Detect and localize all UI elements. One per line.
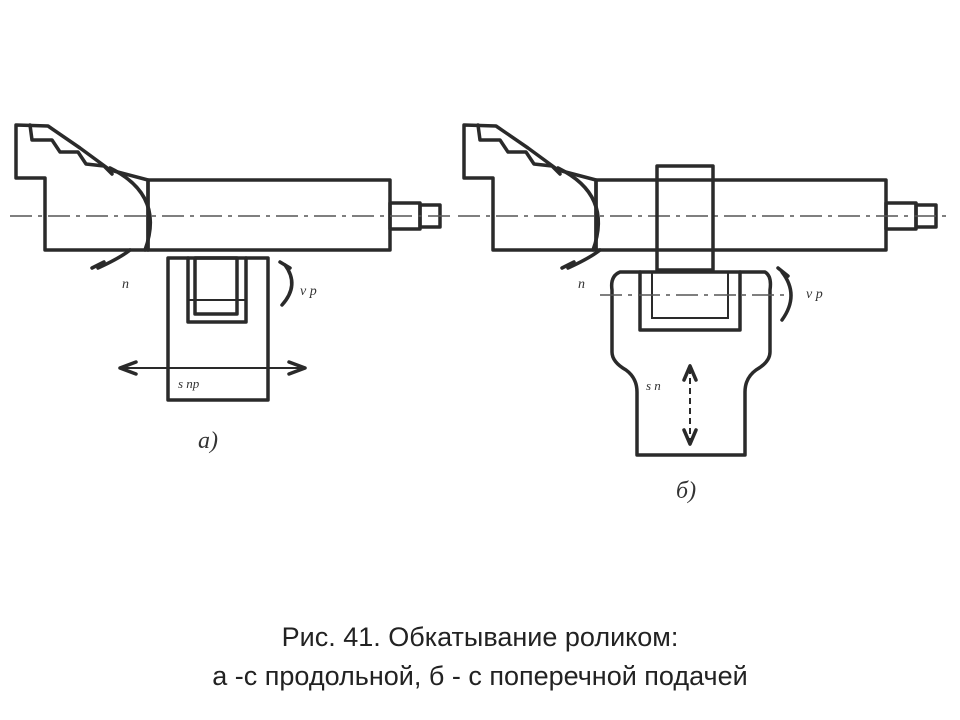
- roller-rotation-label-a: v р: [300, 284, 317, 299]
- caption-line-1: Рис. 41. Обкатывание роликом:: [281, 622, 679, 652]
- chuck-jaw-b: [462, 123, 598, 252]
- roller-b: [655, 164, 715, 272]
- roller-rotation-arrow-b: [780, 270, 793, 322]
- diagram-a: n v р s пр а): [10, 123, 455, 454]
- longitudinal-feed-label: s пр: [178, 376, 200, 391]
- diagram-b: n v р s п б): [458, 123, 950, 504]
- subfigure-label-b: б): [676, 478, 696, 504]
- subfigure-label-a: а): [198, 428, 218, 454]
- roller-rotation-arrow-a: [280, 263, 294, 307]
- workpiece-b: [594, 178, 888, 252]
- cross-feed-label: s п: [646, 378, 661, 393]
- workpiece-rotation-label-b: n: [578, 277, 585, 292]
- roller-a: [193, 256, 239, 316]
- rolling-diagram: n v р s пр а) n: [10, 123, 950, 504]
- roller-holder-b: [609, 270, 773, 457]
- workpiece-a: [146, 178, 392, 252]
- roller-rotation-label-b: v р: [806, 287, 823, 302]
- rotation-arrow-a: [96, 248, 132, 270]
- chuck-jaw-a: [14, 123, 150, 252]
- caption-line-2: а -с продольной, б - с поперечной подаче…: [212, 661, 748, 691]
- workpiece-rotation-label-a: n: [122, 277, 129, 292]
- figure-caption: Рис. 41. Обкатывание роликом: а -с продо…: [0, 618, 960, 696]
- rotation-arrow-b: [566, 248, 602, 270]
